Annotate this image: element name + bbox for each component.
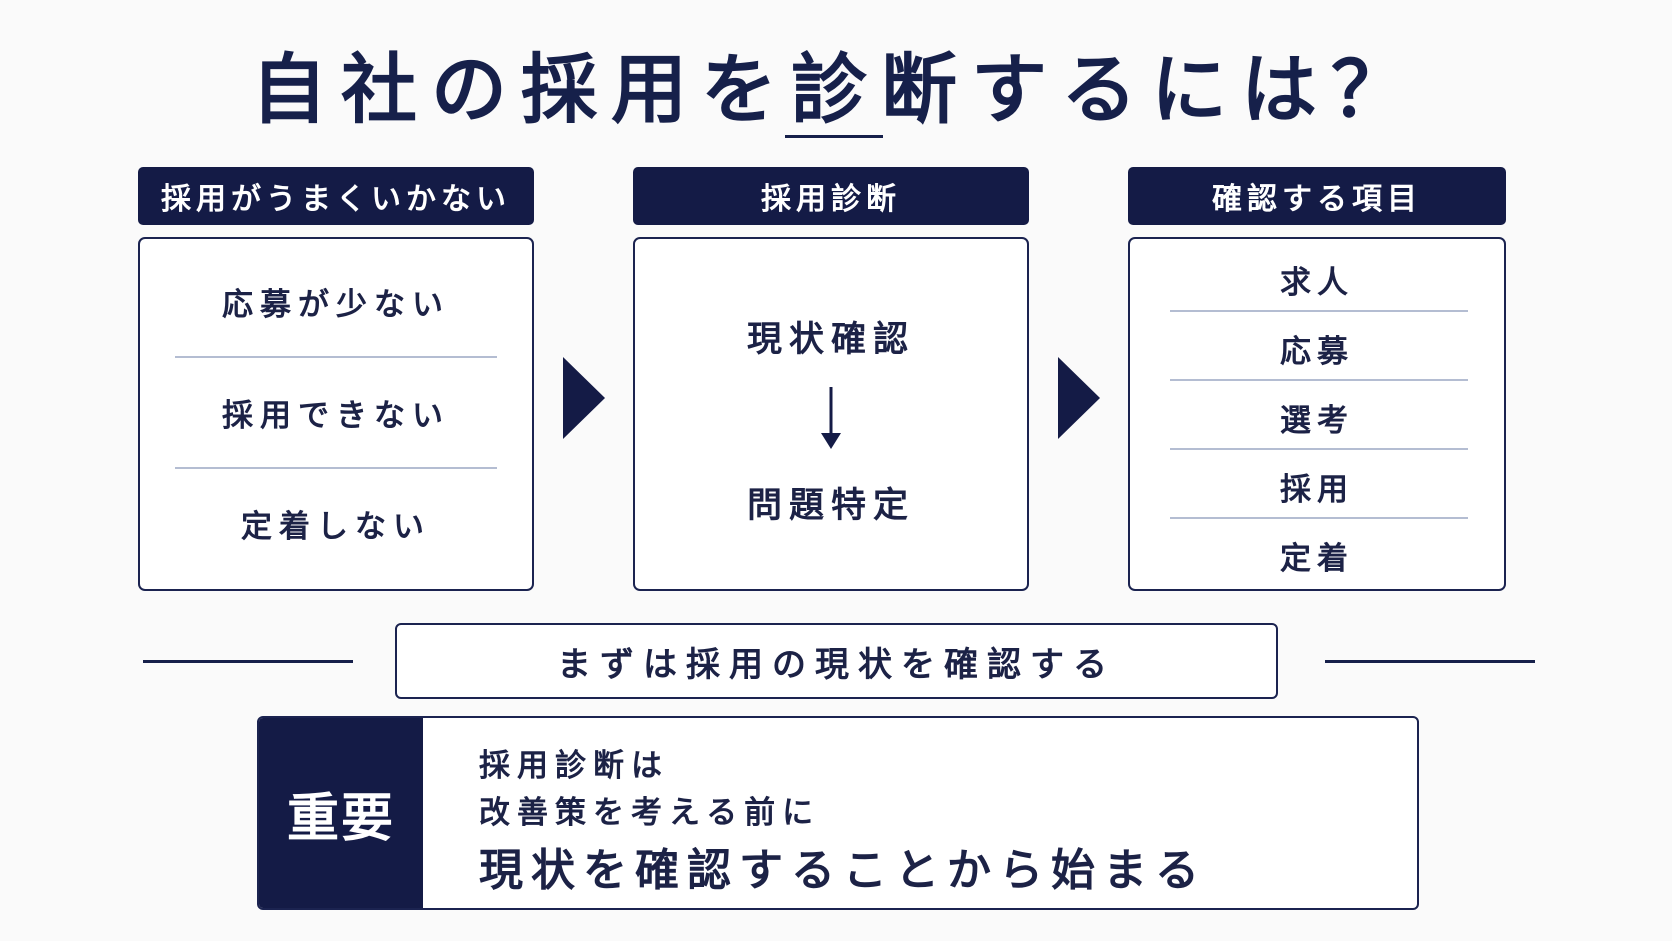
header-problem: 採用がうまくいかない	[138, 167, 534, 225]
problem-item-cannot-hire: 採用できない	[222, 398, 450, 434]
divider	[1170, 448, 1468, 450]
box-check-items: 求人 応募 選考 採用 定着	[1128, 237, 1506, 591]
divider	[1170, 310, 1468, 312]
important-line-1: 採用診断は	[479, 748, 669, 784]
important-label: 重要	[259, 718, 423, 908]
page-title: 自社の採用を診断するには？	[251, 45, 1421, 134]
important-callout: 重要 採用診断は 改善策を考える前に 現状を確認することから始まる	[257, 716, 1419, 910]
box-problems: 応募が少ない 採用できない 定着しない	[138, 237, 534, 591]
check-item-retention: 定着	[1280, 541, 1354, 577]
divider	[1170, 517, 1468, 519]
banner-left-rule	[143, 660, 353, 663]
check-item-hiring: 採用	[1280, 472, 1354, 508]
divider	[175, 467, 497, 469]
down-arrow-icon	[821, 387, 841, 449]
step-problem-identification: 問題特定	[746, 486, 915, 526]
check-item-application: 応募	[1280, 334, 1354, 370]
step-current-state-check: 現状確認	[746, 320, 915, 360]
check-item-job-posting: 求人	[1280, 265, 1354, 301]
important-line-3: 現状を確認することから始まる	[479, 845, 1207, 896]
right-triangle-icon	[563, 357, 605, 439]
problem-item-few-applicants: 応募が少ない	[222, 287, 450, 323]
box-diagnosis: 現状確認 問題特定	[633, 237, 1029, 591]
key-message-banner: まずは採用の現状を確認する	[395, 623, 1278, 699]
header-check-items: 確認する項目	[1128, 167, 1506, 225]
title-underline	[785, 135, 883, 138]
important-line-2: 改善策を考える前に	[479, 795, 821, 831]
problem-item-no-retention: 定着しない	[241, 509, 431, 545]
divider	[1170, 379, 1468, 381]
right-triangle-icon	[1058, 357, 1100, 439]
check-item-selection: 選考	[1280, 403, 1354, 439]
divider	[175, 356, 497, 358]
header-diagnosis: 採用診断	[633, 167, 1029, 225]
banner-right-rule	[1325, 660, 1535, 663]
